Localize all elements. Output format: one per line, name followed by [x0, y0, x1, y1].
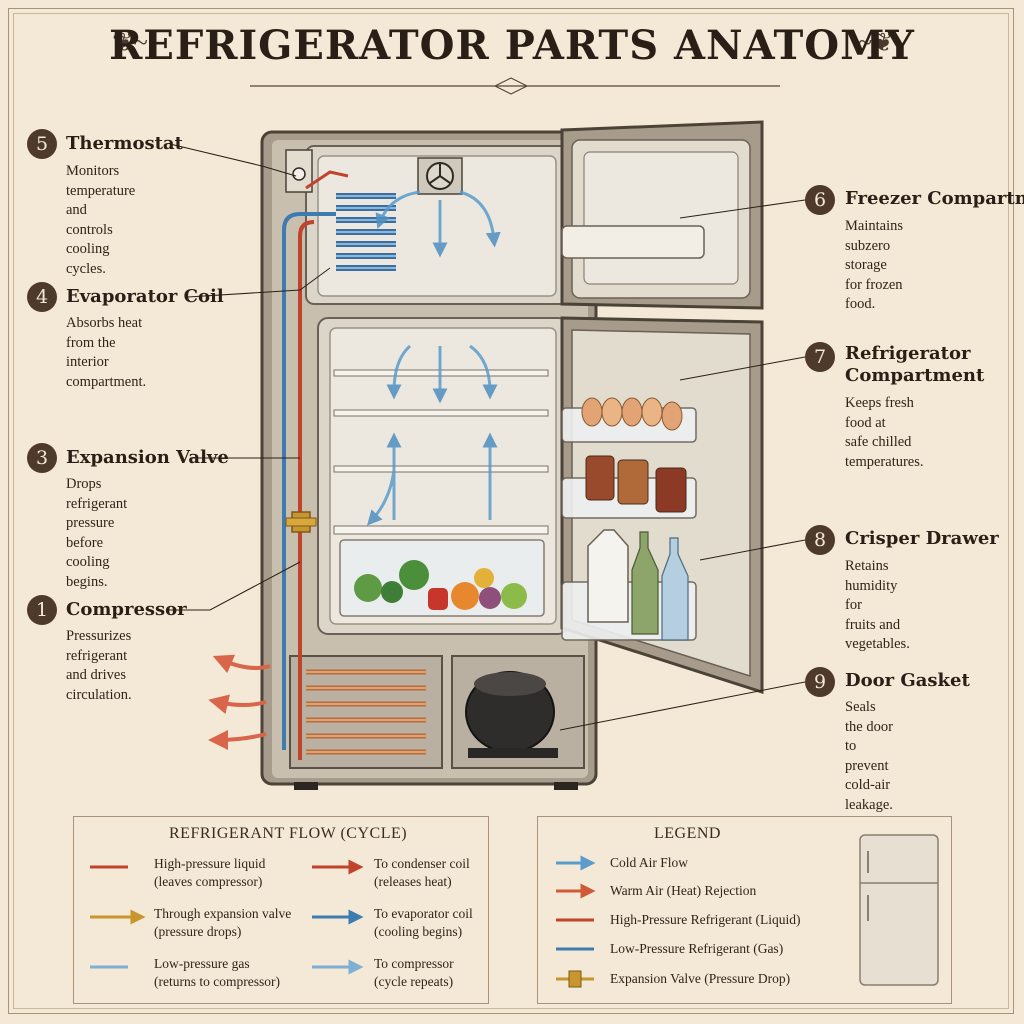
legend-item: Low-Pressure Refrigerant (Gas) [610, 941, 784, 956]
fridge-body [260, 130, 598, 790]
flow-item: Through expansion valve(pressure drops) [154, 906, 292, 939]
legend-item: Warm Air (Heat) Rejection [610, 883, 757, 898]
fridge-door [560, 316, 764, 695]
mini-fridge-icon [859, 834, 939, 986]
callout-title: Crisper Drawer [845, 528, 999, 549]
callout-number: 7 [805, 342, 835, 372]
legend-item: High-Pressure Refrigerant (Liquid) [610, 912, 801, 927]
flow-item: To compressor(cycle repeats) [374, 956, 454, 989]
evaporator-coil [336, 193, 396, 271]
callout-number: 5 [27, 129, 57, 159]
legend-box: LEGEND Cold Air Flow Warm Air (Heat) Rej… [537, 816, 952, 1004]
legend-item: Expansion Valve (Pressure Drop) [610, 971, 791, 986]
callout-title: Door Gasket [845, 670, 970, 691]
left-flourish-icon: ❦~ [112, 28, 148, 57]
flow-item: To condenser coil(releases heat) [374, 856, 470, 889]
flow-item: Low-pressure gas(returns to compressor) [154, 956, 280, 989]
legend-swatches [556, 834, 939, 988]
callout-title: Thermostat [66, 133, 183, 154]
expansion-valve-icon [556, 970, 594, 988]
callout-number: 6 [805, 185, 835, 215]
flow-item: High-pressure liquid(leaves compressor) [154, 856, 266, 889]
page-title: REFRIGERATOR PARTS ANATOMY [109, 22, 915, 69]
legend-item: Cold Air Flow [610, 855, 689, 870]
flow-swatches [90, 859, 364, 975]
refrigerant-flow-box: REFRIGERANT FLOW (CYCLE) High-pressure l… [73, 816, 489, 1004]
freezer-door [560, 120, 764, 310]
right-flourish-icon: ~❦ [858, 28, 894, 57]
callout-number: 4 [27, 282, 57, 312]
inner-frame [13, 13, 1009, 1009]
callout-title: Freezer Compartment [845, 188, 1024, 209]
callout-number: 9 [805, 667, 835, 697]
outer-frame [8, 8, 1014, 1014]
callout-title: Compressor [66, 599, 187, 620]
callout-title: Evaporator Coil [66, 286, 224, 307]
callout-number: 3 [27, 443, 57, 473]
callout-title: Expansion Valve [66, 447, 229, 468]
callout-number: 8 [805, 525, 835, 555]
callout-number: 1 [27, 595, 57, 625]
flow-title: REFRIGERANT FLOW (CYCLE) [169, 825, 408, 842]
flow-item: To evaporator coil(cooling begins) [374, 906, 473, 939]
legend-title: LEGEND [654, 825, 721, 842]
